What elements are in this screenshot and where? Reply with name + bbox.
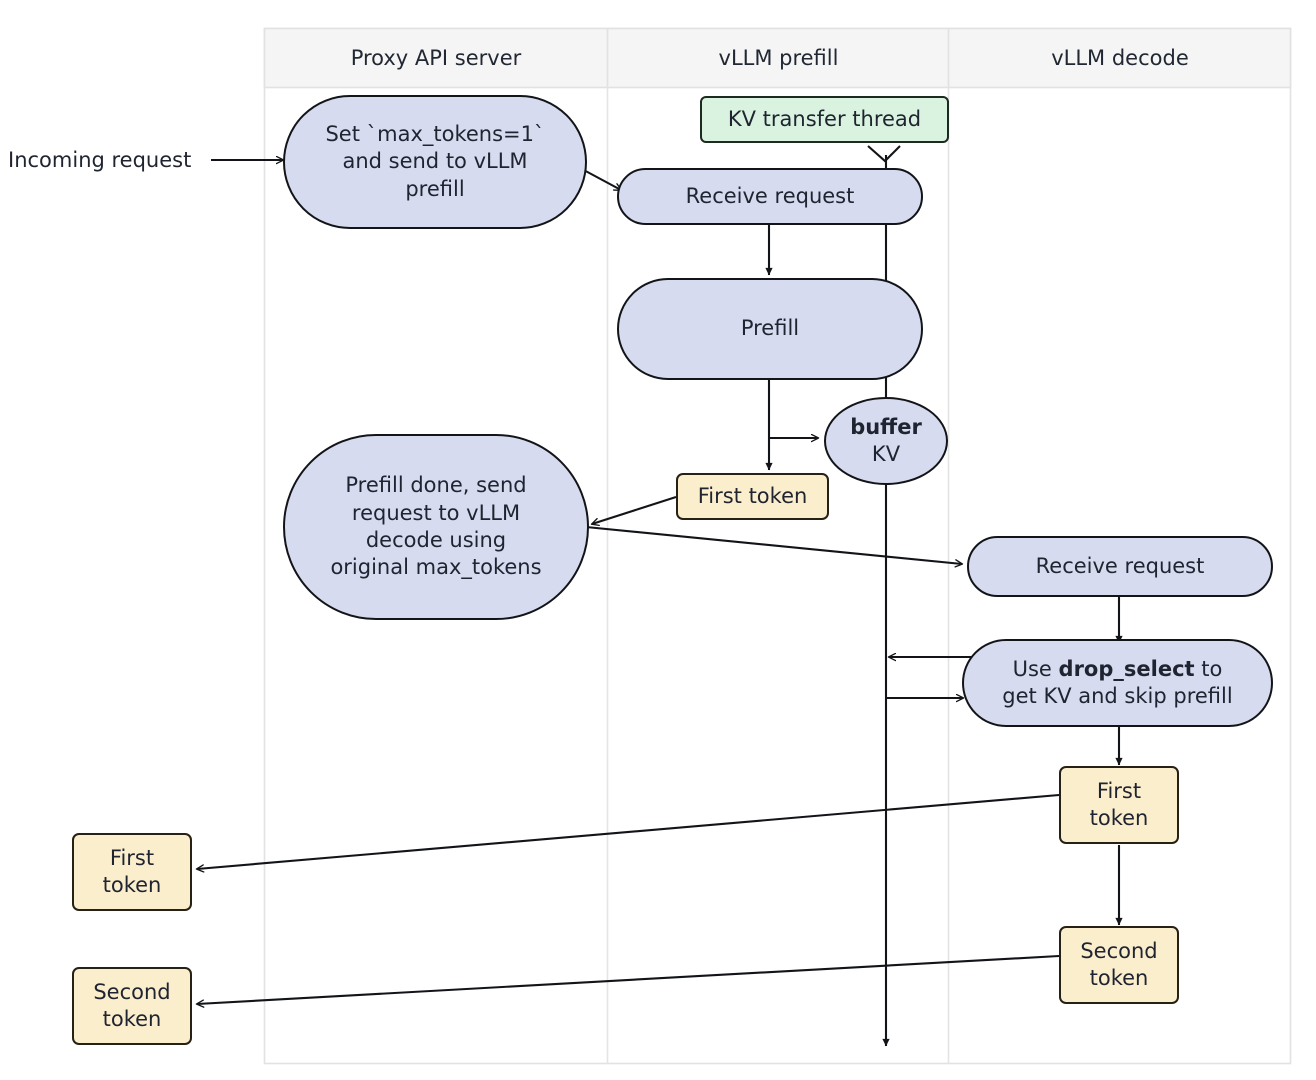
node-proxy-second-token-text: Second token bbox=[93, 979, 170, 1034]
node-set-max-tokens-line-2: and send to vLLM bbox=[342, 149, 528, 174]
node-decode-first-token-text: First token bbox=[1090, 778, 1149, 833]
node-prefill-receive-request[interactable]: Receive request bbox=[617, 168, 923, 225]
node-drop-select-line-2: get KV and skip prefill bbox=[1002, 684, 1233, 708]
node-decode-first-token-line-2: token bbox=[1089, 806, 1149, 830]
node-prefill-done-text: Prefill done, send request to vLLM decod… bbox=[330, 472, 541, 581]
node-proxy-second-token-line-2: token bbox=[102, 1007, 162, 1031]
lane-header-proxy: Proxy API server bbox=[264, 28, 608, 88]
node-decode-second-token-line-1: Second bbox=[1080, 938, 1158, 963]
node-decode-receive-request-label: Receive request bbox=[1035, 553, 1205, 578]
node-prefill-receive-request-label: Receive request bbox=[685, 183, 855, 208]
node-prefill-label: Prefill bbox=[740, 316, 800, 341]
node-proxy-first-token-line-1: First bbox=[109, 845, 155, 870]
edge-prefill-done-to-decode-receive bbox=[585, 525, 964, 568]
node-drop-select-seg-1: Use bbox=[1012, 656, 1059, 681]
lane-header-prefill: vLLM prefill bbox=[608, 28, 949, 88]
incoming-request-label: Incoming request bbox=[8, 148, 192, 172]
node-kv-transfer-thread-label: KV transfer thread bbox=[727, 106, 922, 131]
node-decode-second-token-text: Second token bbox=[1080, 938, 1157, 993]
node-set-max-tokens-line-1: Set `max_tokens=1` bbox=[325, 122, 545, 147]
lane-header-decode-label: vLLM decode bbox=[1051, 46, 1189, 70]
node-prefill-done-line-3: decode using bbox=[365, 528, 507, 552]
node-drop-select-seg-2: drop_select bbox=[1058, 656, 1195, 681]
edge-set-max-tokens-to-prefill-receive bbox=[579, 167, 623, 191]
node-buffer-kv-line-2: KV bbox=[871, 442, 901, 466]
node-prefill-first-token-label: First token bbox=[697, 483, 808, 508]
node-proxy-second-token[interactable]: Second token bbox=[72, 967, 192, 1045]
node-buffer-kv-line-1: buffer bbox=[850, 414, 922, 439]
node-prefill[interactable]: Prefill bbox=[617, 278, 923, 380]
node-proxy-first-token-line-2: token bbox=[102, 873, 162, 897]
node-prefill-done-line-4: original max_tokens bbox=[330, 555, 542, 580]
node-set-max-tokens-text: Set `max_tokens=1` and send to vLLM pref… bbox=[325, 121, 544, 203]
node-proxy-first-token-text: First token bbox=[103, 845, 162, 900]
node-drop-select[interactable]: Use drop_select to get KV and skip prefi… bbox=[962, 639, 1273, 727]
node-prefill-done[interactable]: Prefill done, send request to vLLM decod… bbox=[283, 434, 589, 620]
node-set-max-tokens[interactable]: Set `max_tokens=1` and send to vLLM pref… bbox=[283, 95, 587, 229]
node-decode-first-token[interactable]: First token bbox=[1059, 766, 1179, 844]
node-prefill-first-token[interactable]: First token bbox=[676, 473, 829, 520]
edge-decode-second-token-to-proxy-second-token bbox=[195, 954, 1060, 1008]
node-prefill-done-line-2: request to vLLM bbox=[351, 500, 521, 525]
node-buffer-kv-text: buffer KV bbox=[850, 414, 922, 469]
node-buffer-kv[interactable]: buffer KV bbox=[824, 397, 948, 485]
node-drop-select-line-1: Use drop_select to bbox=[1002, 656, 1232, 683]
lane-header-band bbox=[263, 27, 1292, 89]
node-decode-second-token-line-2: token bbox=[1089, 966, 1149, 990]
node-proxy-first-token[interactable]: First token bbox=[72, 833, 192, 911]
node-set-max-tokens-line-3: prefill bbox=[405, 176, 465, 201]
kv-thread-note-tail bbox=[867, 145, 901, 163]
node-prefill-done-line-1: Prefill done, send bbox=[345, 473, 527, 498]
node-decode-first-token-line-1: First bbox=[1096, 778, 1142, 803]
edge-decode-first-token-to-proxy-first-token bbox=[195, 793, 1060, 873]
edge-prefill-first-token-to-prefill-done bbox=[590, 496, 677, 527]
node-drop-select-seg-3: to bbox=[1194, 656, 1223, 681]
node-decode-receive-request[interactable]: Receive request bbox=[967, 536, 1273, 597]
lane-header-prefill-label: vLLM prefill bbox=[718, 46, 839, 70]
node-decode-second-token[interactable]: Second token bbox=[1059, 926, 1179, 1004]
node-drop-select-text: Use drop_select to get KV and skip prefi… bbox=[1002, 656, 1232, 711]
node-proxy-second-token-line-1: Second bbox=[93, 979, 171, 1004]
node-kv-transfer-thread[interactable]: KV transfer thread bbox=[700, 96, 949, 143]
lane-header-proxy-label: Proxy API server bbox=[350, 46, 522, 70]
lane-header-decode: vLLM decode bbox=[949, 28, 1291, 88]
